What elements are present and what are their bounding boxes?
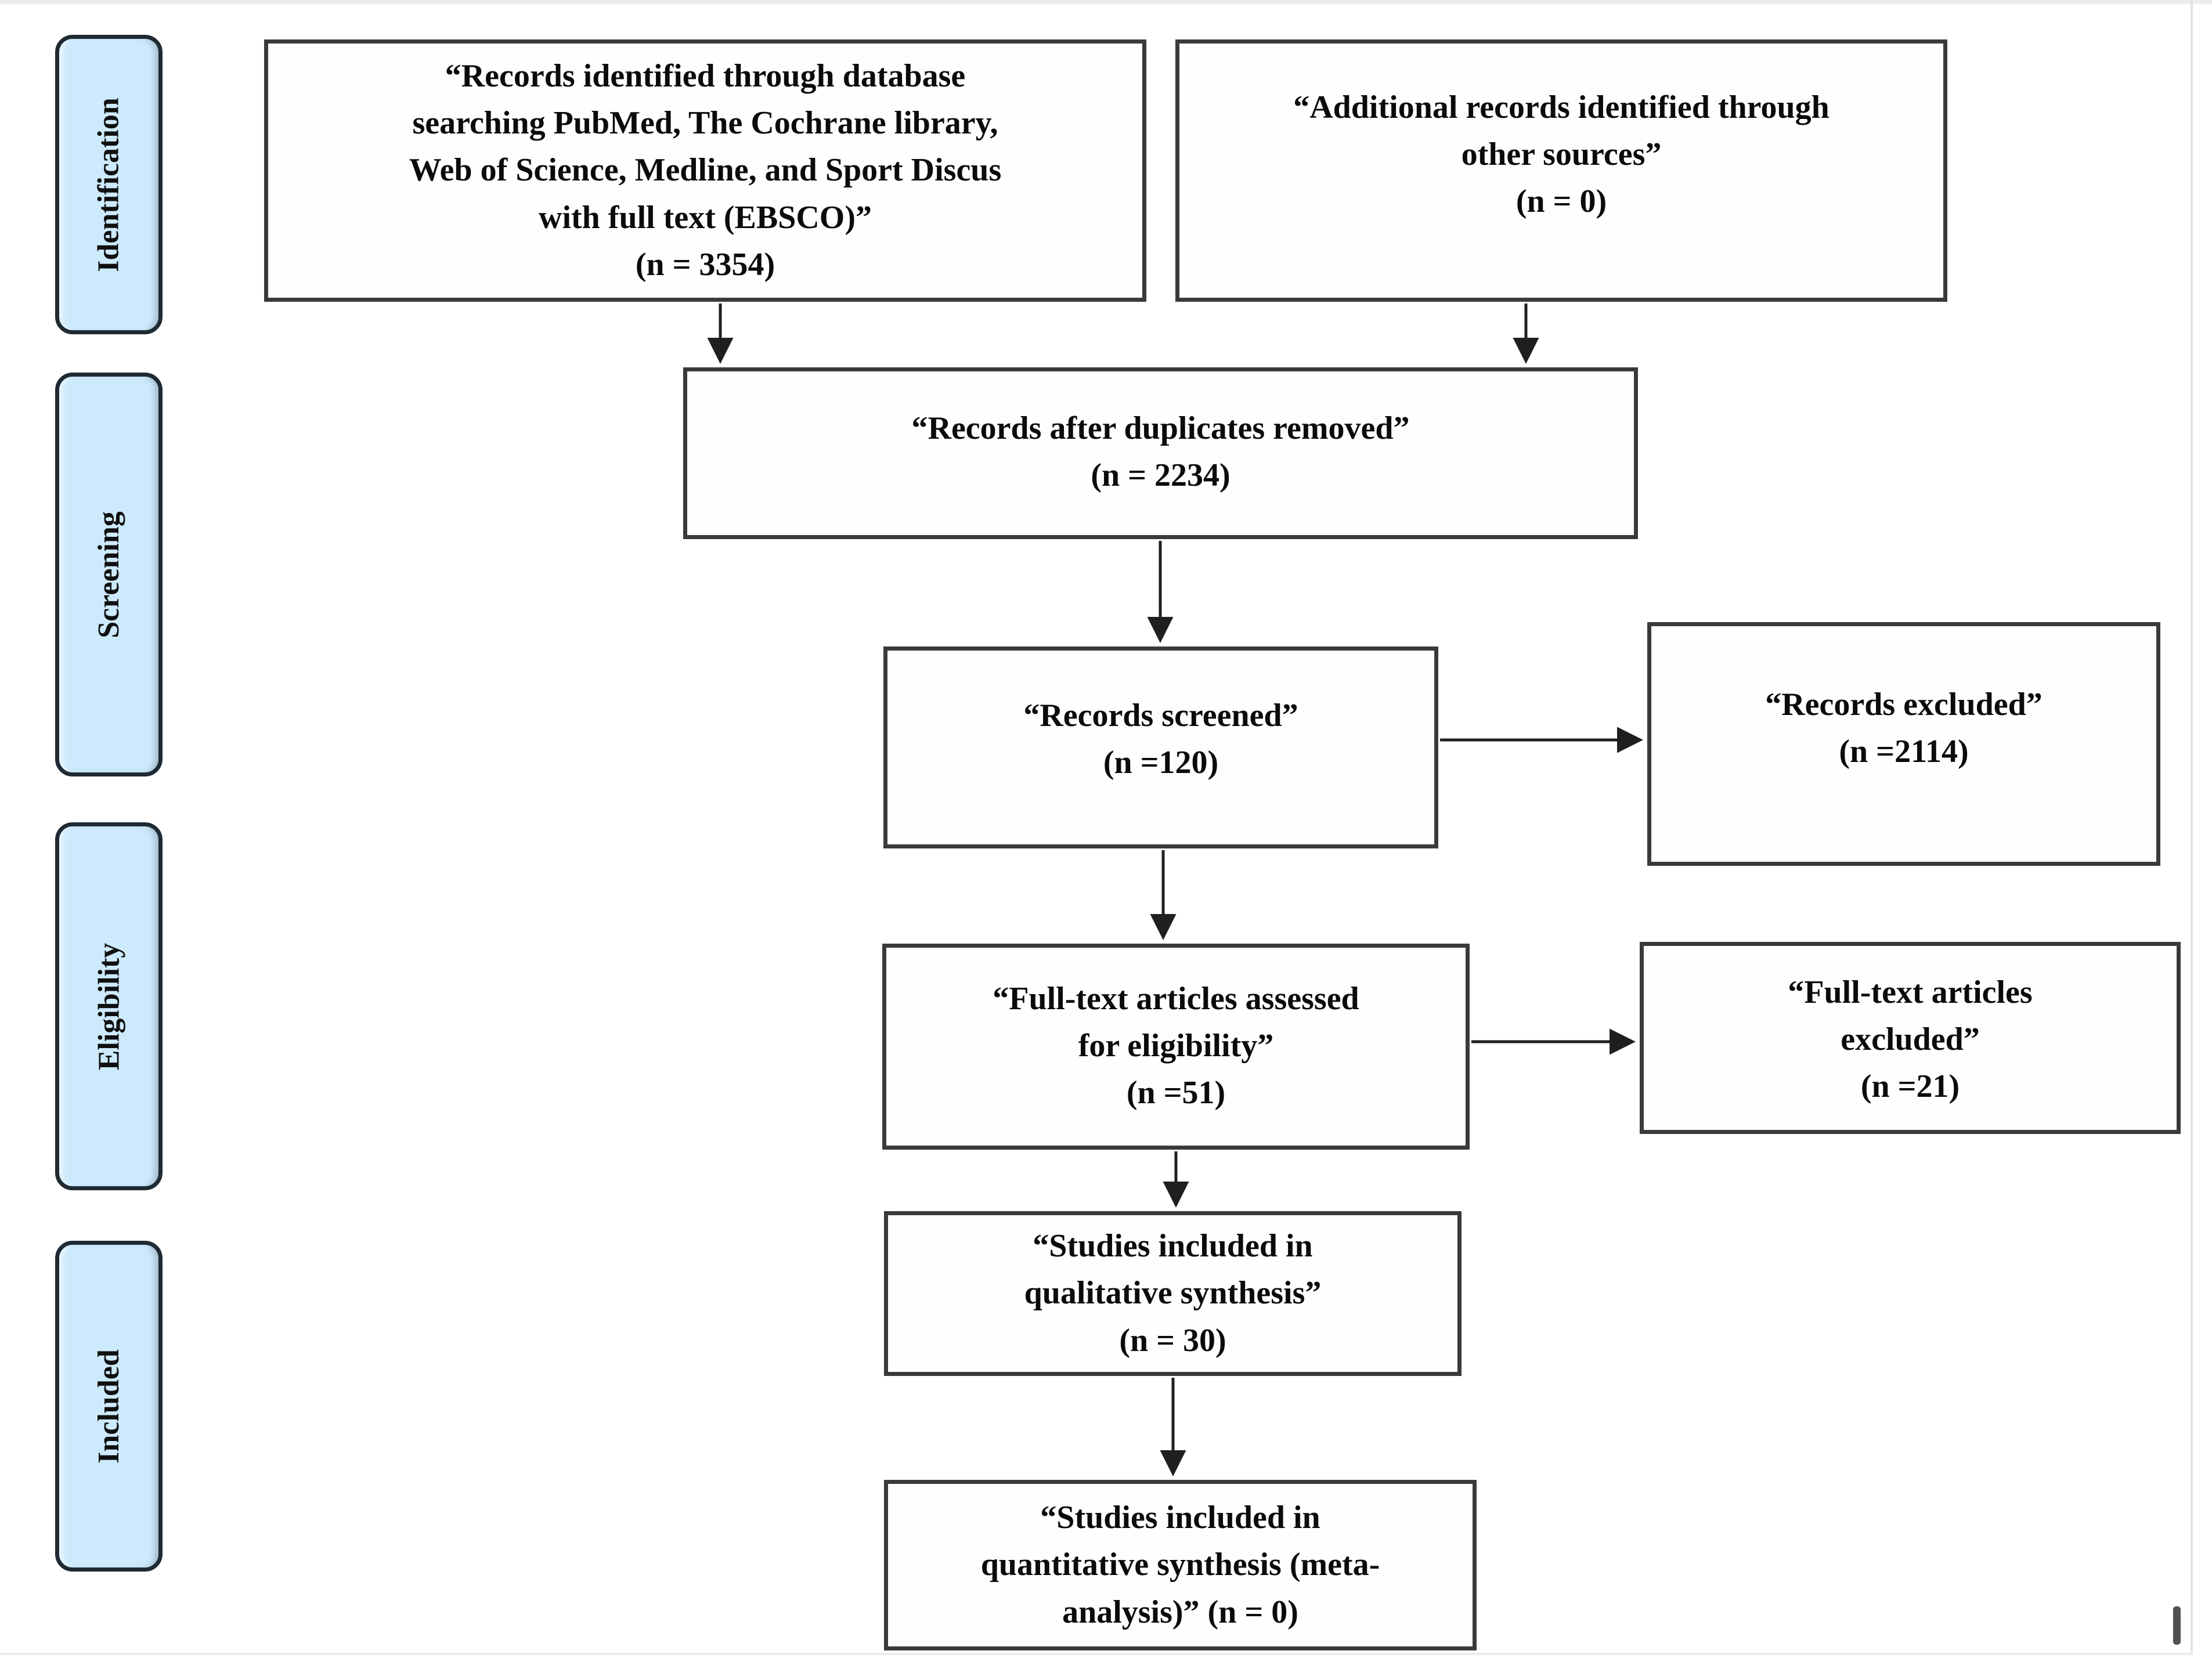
page-edge-top — [0, 0, 2212, 4]
stage-label-text: Eligibility — [92, 942, 126, 1070]
flow-box-text: “Full-text articles assessed for eligibi… — [993, 981, 1359, 1111]
flow-box-records-after-duplicates: “Records after duplicates removed” (n = … — [683, 367, 1638, 539]
flow-box-text: “Records excluded” (n =2114) — [1765, 687, 2043, 770]
stage-label-screening: Screening — [55, 373, 163, 776]
flow-box-text: “Records screened” (n =120) — [1023, 698, 1298, 781]
text-cursor-artifact — [2173, 1606, 2181, 1645]
flow-box-text: “Studies included in quantitative synthe… — [980, 1500, 1380, 1630]
flow-box-full-text-excluded: “Full-text articles excluded” (n =21) — [1640, 942, 2181, 1134]
flow-box-full-text-assessed: “Full-text articles assessed for eligibi… — [882, 944, 1470, 1150]
stage-label-text: Identification — [92, 97, 126, 272]
flow-box-additional-records: “Additional records identified through o… — [1175, 39, 1947, 302]
stage-label-text: Screening — [92, 511, 125, 638]
flow-box-records-identified: “Records identified through database sea… — [264, 39, 1146, 302]
flow-box-text: “Records after duplicates removed” (n = … — [911, 410, 1410, 494]
stage-label-identification: Identification — [55, 35, 163, 334]
flow-box-records-excluded: “Records excluded” (n =2114) — [1647, 622, 2160, 866]
flow-box-studies-qualitative: “Studies included in qualitative synthes… — [884, 1211, 1462, 1376]
flow-box-text: “Additional records identified through o… — [1293, 89, 1829, 220]
flow-box-text: “Records identified through database sea… — [409, 58, 1002, 283]
stage-label-eligibility: Eligibility — [55, 822, 163, 1190]
page-edge-bottom — [0, 1653, 2193, 1655]
flow-box-records-screened: “Records screened” (n =120) — [883, 646, 1438, 848]
flow-box-text: “Full-text articles excluded” (n =21) — [1788, 974, 2033, 1105]
page-edge-right — [2191, 0, 2193, 1655]
stage-label-text: Included — [92, 1349, 125, 1464]
flow-box-text: “Studies included in qualitative synthes… — [1024, 1228, 1322, 1359]
flow-box-studies-quantitative: “Studies included in quantitative synthe… — [884, 1480, 1477, 1650]
stage-label-included: Included — [55, 1241, 163, 1572]
